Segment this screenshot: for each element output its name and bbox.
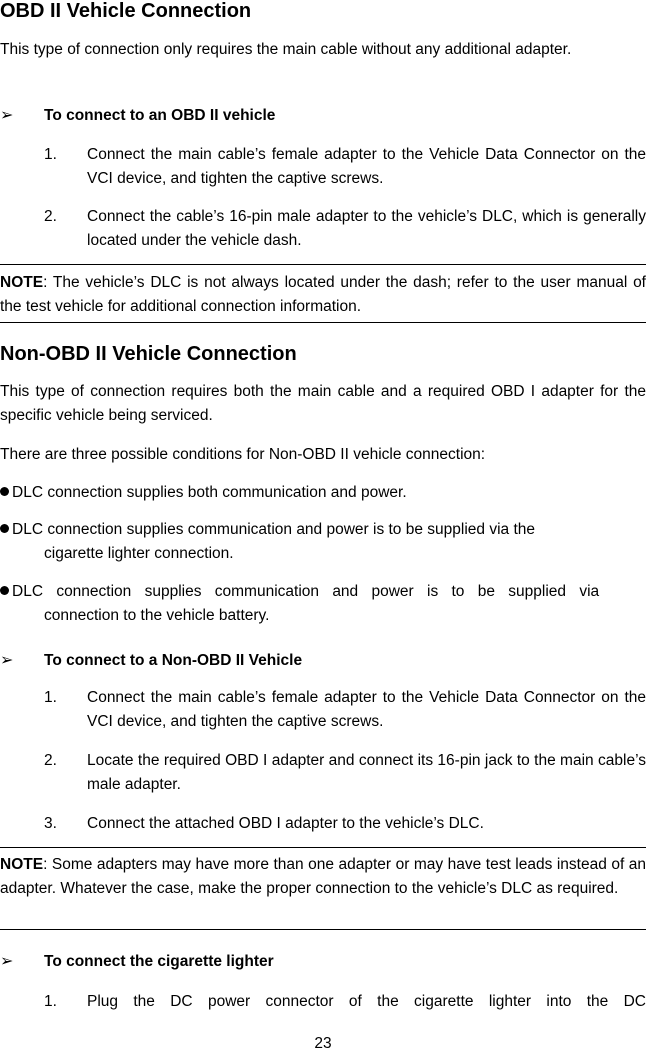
- condition-bullet-2-cont: cigarette lighter connection.: [44, 545, 234, 562]
- condition-bullet-1: DLC connection supplies both communicati…: [0, 481, 646, 505]
- note-divider-top: [0, 847, 646, 848]
- bullet-dot-icon: [0, 487, 9, 496]
- non-obd2-note: NOTE: Some adapters may have more than o…: [0, 853, 646, 901]
- non-obd2-step-2: Locate the required OBD I adapter and co…: [87, 752, 646, 793]
- cigarette-step-1: Plug the DC power connector of the cigar…: [87, 993, 646, 1010]
- step-number: 2.: [44, 208, 57, 225]
- non-obd2-step-3: Connect the attached OBD I adapter to th…: [87, 815, 484, 832]
- bullet-dot-icon: [0, 524, 9, 533]
- condition-bullet-2: DLC connection supplies communication an…: [0, 518, 646, 542]
- bullet-dot-icon: [0, 586, 9, 595]
- note-divider-bottom: [0, 322, 646, 323]
- non-obd2-intro: This type of connection requires both th…: [0, 383, 646, 424]
- step-number: 1.: [44, 146, 57, 163]
- arrow-bullet-icon: ➢: [0, 652, 14, 669]
- bullet-text: DLC connection supplies both communicati…: [12, 484, 407, 501]
- obd2-note: NOTE: The vehicle’s DLC is not always lo…: [0, 271, 646, 319]
- step-number: 2.: [44, 752, 57, 769]
- obd2-step-1: Connect the main cable’s female adapter …: [87, 146, 646, 187]
- step-number: 1.: [44, 689, 57, 706]
- note-label: NOTE: [0, 856, 44, 873]
- section-heading-non-obd2: Non-OBD II Vehicle Connection: [0, 343, 297, 365]
- conditions-lead: There are three possible conditions for …: [0, 446, 486, 463]
- section-heading-obd2: OBD II Vehicle Connection: [0, 0, 252, 22]
- note-divider-bottom: [0, 929, 646, 930]
- note-text: : Some adapters may have more than one a…: [0, 856, 646, 897]
- cigarette-subheading: To connect the cigarette lighter: [44, 953, 274, 970]
- arrow-bullet-icon: ➢: [0, 107, 14, 124]
- non-obd2-subheading: To connect to a Non-OBD II Vehicle: [44, 652, 303, 669]
- note-text: : The vehicle’s DLC is not always locate…: [0, 274, 646, 315]
- note-divider-top: [0, 264, 646, 265]
- page-number: 23: [314, 1035, 332, 1052]
- bullet-text: DLC connection supplies communication an…: [12, 583, 600, 600]
- step-number: 1.: [44, 993, 57, 1010]
- condition-bullet-3: DLC connection supplies communication an…: [0, 580, 646, 604]
- note-label: NOTE: [0, 274, 44, 291]
- obd2-intro: This type of connection only requires th…: [0, 41, 572, 58]
- step-number: 3.: [44, 815, 57, 832]
- obd2-step-2: Connect the cable’s 16-pin male adapter …: [87, 208, 646, 249]
- bullet-text: DLC connection supplies communication an…: [12, 521, 535, 538]
- obd2-subheading: To connect to an OBD II vehicle: [44, 107, 276, 124]
- condition-bullet-3-cont: connection to the vehicle battery.: [44, 607, 270, 624]
- arrow-bullet-icon: ➢: [0, 953, 14, 970]
- non-obd2-step-1: Connect the main cable’s female adapter …: [87, 689, 646, 730]
